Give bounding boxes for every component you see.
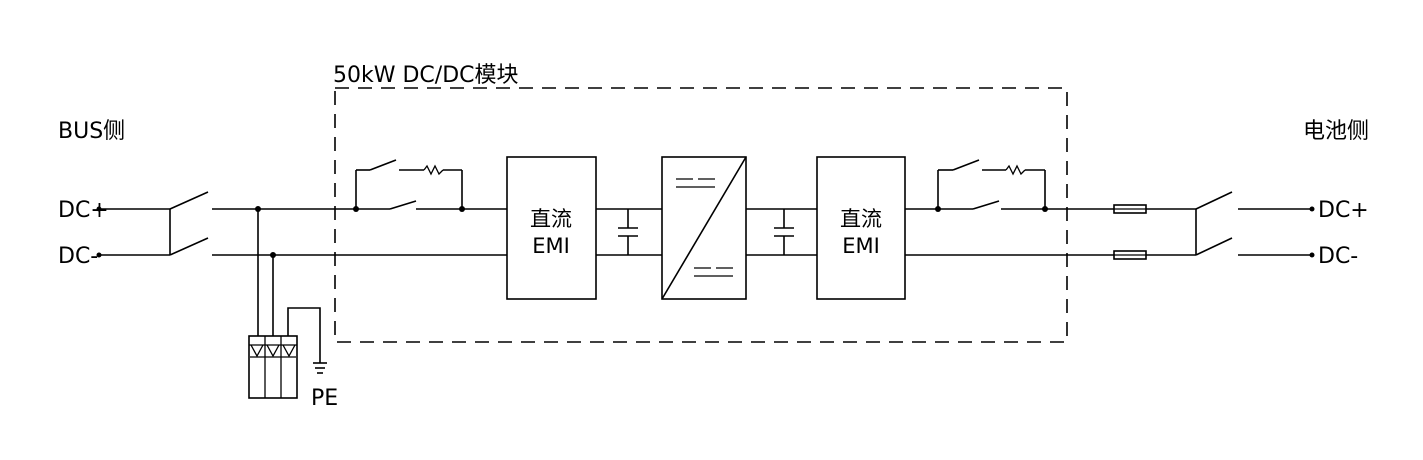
fuse-pos <box>1113 204 1147 214</box>
output-breaker <box>1195 191 1312 256</box>
emi-filter-2: 直流 EMI <box>816 156 906 300</box>
left-terminal-neg: DC- <box>58 244 98 269</box>
input-breaker <box>99 191 209 256</box>
emi-2-line1: 直流 <box>840 207 882 231</box>
capacitor-1 <box>618 209 638 255</box>
right-terminal-pos: DC+ <box>1318 198 1369 223</box>
emi-filter-1: 直流 EMI <box>506 156 597 300</box>
emi-2-line2: EMI <box>842 234 880 258</box>
fuse-neg <box>1113 250 1147 260</box>
precharge-circuit-2 <box>935 159 1048 212</box>
right-terminal-neg: DC- <box>1318 244 1358 269</box>
left-terminal-pos: DC+ <box>58 198 109 223</box>
ground-label: PE <box>311 386 338 411</box>
surge-protector <box>248 206 321 399</box>
battery-side-label: 电池侧 <box>1303 119 1369 144</box>
bus-side-label: BUS侧 <box>58 119 125 144</box>
dcdc-converter <box>661 156 747 300</box>
capacitor-2 <box>774 209 794 255</box>
emi-1-line2: EMI <box>532 234 570 258</box>
module-label: 50kW DC/DC模块 <box>333 63 519 88</box>
emi-1-line1: 直流 <box>530 207 572 231</box>
module-boundary <box>334 87 1068 343</box>
ground-icon <box>313 362 327 374</box>
precharge-circuit-1 <box>353 159 465 212</box>
